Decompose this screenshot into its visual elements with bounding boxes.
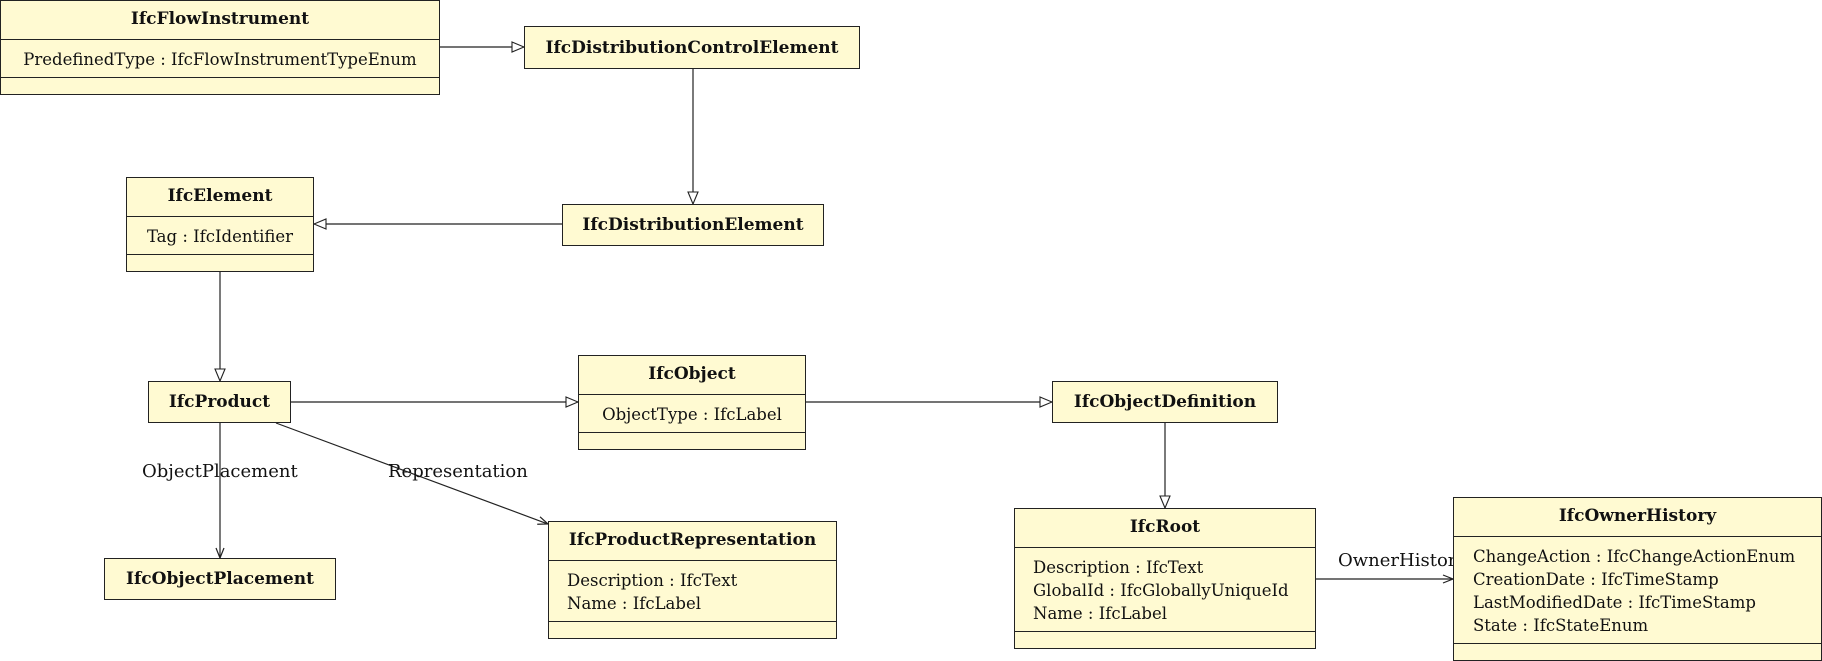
attribute: ObjectType : IfcLabel xyxy=(602,405,782,424)
class-ifcobjectplacement: IfcObjectPlacement xyxy=(104,558,336,600)
class-name: IfcProduct xyxy=(168,392,271,412)
class-name: IfcElement xyxy=(167,186,273,206)
class-attributes: ChangeAction : IfcChangeActionEnum Creat… xyxy=(1454,536,1821,643)
label-ownerhistory: OwnerHistory xyxy=(1338,550,1467,571)
class-name: IfcDistributionElement xyxy=(582,215,804,235)
class-name: IfcRoot xyxy=(1129,517,1201,537)
label-objectplacement: ObjectPlacement xyxy=(142,461,298,482)
class-ifcobject: IfcObject ObjectType : IfcLabel xyxy=(578,355,806,450)
class-name: IfcObject xyxy=(648,364,736,384)
attribute: Name : IfcLabel xyxy=(567,594,701,613)
attribute: Tag : IfcIdentifier xyxy=(146,227,294,246)
class-attributes: ObjectType : IfcLabel xyxy=(579,394,805,432)
class-name: IfcOwnerHistory xyxy=(1558,506,1717,526)
attribute: CreationDate : IfcTimeStamp xyxy=(1473,570,1719,589)
class-ifcobjectdefinition: IfcObjectDefinition xyxy=(1052,381,1278,423)
class-operations xyxy=(127,254,313,271)
attribute: Description : IfcText xyxy=(1033,558,1204,577)
attribute: Name : IfcLabel xyxy=(1033,604,1167,623)
class-name: IfcFlowInstrument xyxy=(130,9,310,29)
class-ifcownerhistory: IfcOwnerHistory ChangeAction : IfcChange… xyxy=(1453,497,1822,661)
class-ifcproductrepresentation: IfcProductRepresentation Description : I… xyxy=(548,521,837,639)
class-ifcproduct: IfcProduct xyxy=(148,381,291,423)
class-operations xyxy=(1015,631,1315,648)
class-operations xyxy=(1454,643,1821,660)
class-name: IfcObjectPlacement xyxy=(126,569,314,589)
class-attributes: PredefinedType : IfcFlowInstrumentTypeEn… xyxy=(1,39,439,77)
class-attributes: Tag : IfcIdentifier xyxy=(127,216,313,254)
class-operations xyxy=(579,432,805,449)
class-ifcelement: IfcElement Tag : IfcIdentifier xyxy=(126,177,314,272)
class-attributes: Description : IfcText GlobalId : IfcGlob… xyxy=(1015,547,1315,631)
class-ifcdistributionelement: IfcDistributionElement xyxy=(562,204,824,246)
class-ifcflowinstrument: IfcFlowInstrument PredefinedType : IfcFl… xyxy=(0,0,440,95)
class-name: IfcProductRepresentation xyxy=(568,530,817,550)
class-ifcdistributioncontrolelement: IfcDistributionControlElement xyxy=(524,26,860,69)
class-name: IfcObjectDefinition xyxy=(1073,392,1257,412)
attribute: PredefinedType : IfcFlowInstrumentTypeEn… xyxy=(23,50,417,69)
class-operations xyxy=(549,621,836,638)
class-attributes: Description : IfcText Name : IfcLabel xyxy=(549,560,836,621)
attribute: GlobalId : IfcGloballyUniqueId xyxy=(1033,581,1289,600)
class-operations xyxy=(1,77,439,94)
attribute: State : IfcStateEnum xyxy=(1473,616,1649,635)
association-representation xyxy=(275,422,548,524)
class-ifcroot: IfcRoot Description : IfcText GlobalId :… xyxy=(1014,508,1316,649)
label-representation: Representation xyxy=(388,461,528,482)
class-name: IfcDistributionControlElement xyxy=(545,37,839,58)
attribute: LastModifiedDate : IfcTimeStamp xyxy=(1473,593,1756,612)
attribute: ChangeAction : IfcChangeActionEnum xyxy=(1473,547,1796,566)
attribute: Description : IfcText xyxy=(567,571,738,590)
